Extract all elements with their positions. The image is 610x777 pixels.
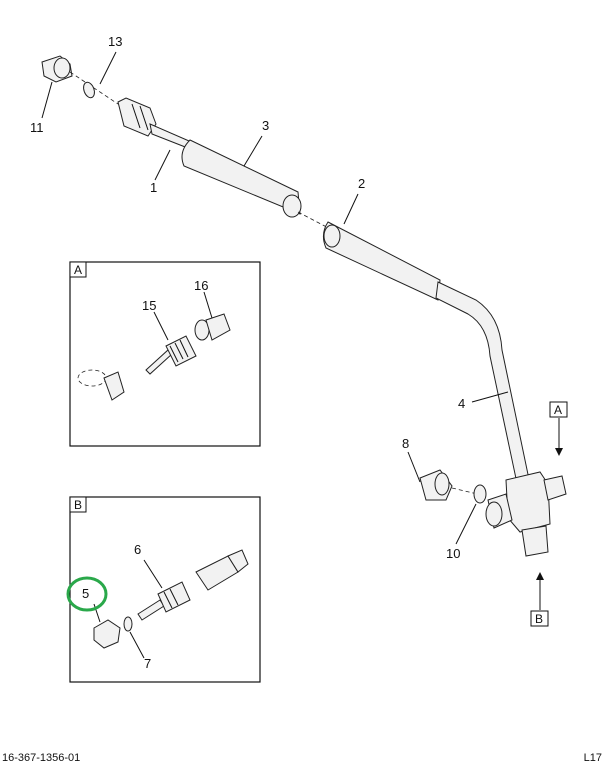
view-ref-a: A (549, 401, 568, 418)
svg-text:A: A (554, 403, 562, 417)
detail-a-label: A (74, 263, 82, 277)
page-code: L17 (583, 752, 602, 764)
part-11-nut (41, 55, 73, 83)
detail-view-b: B (69, 496, 261, 683)
part-8-fitting (419, 469, 453, 501)
callout-7: 7 (144, 656, 151, 671)
callout-5: 5 (82, 586, 89, 601)
callout-13: 13 (108, 34, 122, 49)
part-7-oring (123, 616, 133, 632)
callout-6: 6 (134, 542, 141, 557)
coupling (195, 549, 249, 591)
part-16-fitting (194, 313, 231, 341)
tube-end-nut (117, 97, 157, 137)
highlight-circle (66, 576, 108, 612)
svg-text:B: B (535, 612, 543, 626)
part-3-sleeve (181, 139, 301, 215)
part-13-oring (83, 81, 95, 99)
callout-16: 16 (194, 278, 208, 293)
detail-b-label: B (74, 498, 82, 512)
leader-lines (41, 51, 509, 545)
callout-8: 8 (402, 436, 409, 451)
callout-10: 10 (446, 546, 460, 561)
callout-3: 3 (262, 118, 269, 133)
part-6-stud (137, 581, 191, 621)
detail-view-a: A (69, 261, 261, 447)
main-assembly (41, 55, 567, 610)
callout-15: 15 (142, 298, 156, 313)
view-ref-b: B (530, 610, 549, 627)
banjo-fitting (485, 471, 567, 557)
callout-2: 2 (358, 176, 365, 191)
part-5-nut (93, 619, 121, 649)
part-2-sleeve (322, 221, 441, 301)
part-4-tube (435, 281, 531, 489)
callout-1: 1 (150, 180, 157, 195)
callout-4: 4 (458, 396, 465, 411)
callout-11: 11 (30, 120, 44, 135)
part-15-stud (145, 335, 197, 375)
part-10-washer (473, 484, 487, 504)
drawing-number: 16-367-1356-01 (2, 752, 81, 764)
